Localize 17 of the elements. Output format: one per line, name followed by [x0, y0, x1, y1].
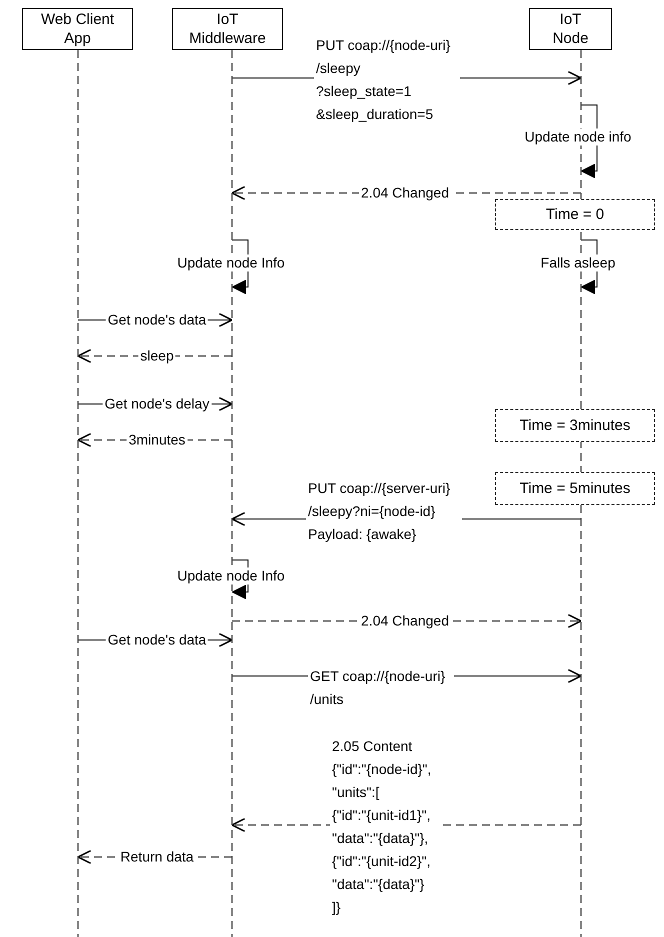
edge-label: 2.04 Changed — [359, 612, 451, 630]
participant-name: Web Client App — [40, 10, 116, 48]
edge-label: Update node Info — [175, 568, 287, 584]
edge-label: Falls asleep — [538, 254, 618, 272]
edge-label: 2.04 Changed — [359, 184, 451, 202]
time-label: Time = 5minutes — [518, 479, 632, 498]
time-label: Time = 3minutes — [518, 416, 632, 435]
time-note — [495, 199, 655, 230]
time-note — [495, 472, 655, 505]
participant-name: IoT Middleware — [188, 10, 267, 48]
time-note — [495, 409, 655, 442]
edge-label: Update node info — [522, 128, 634, 146]
time-label: Time = 0 — [544, 205, 606, 224]
edge-label: sleep — [138, 348, 176, 364]
edge-label: Get node's delay — [102, 396, 212, 412]
participant-name: IoT Node — [552, 10, 590, 48]
edge-label: Update node Info — [175, 254, 287, 272]
